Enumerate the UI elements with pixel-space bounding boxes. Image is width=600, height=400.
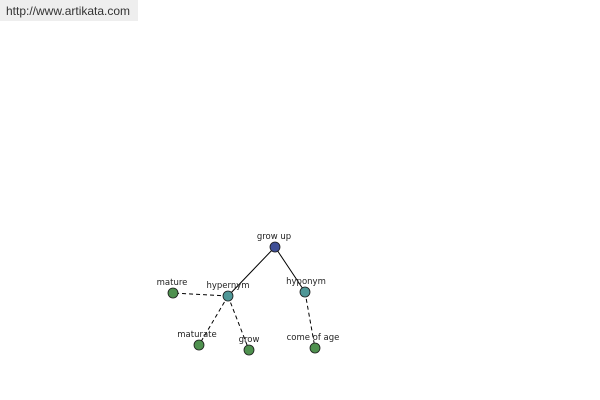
node-dot-hypernym[interactable]: [222, 290, 234, 302]
node-grow-up[interactable]: grow up: [257, 232, 291, 253]
node-dot-grow[interactable]: [243, 344, 255, 356]
node-label-hypernym: hypernym: [206, 281, 249, 291]
edge-hypernym-to-grow: [227, 295, 250, 351]
node-dot-hyponym[interactable]: [299, 286, 311, 298]
edge-grow-up-to-hyponym: [274, 246, 306, 293]
source-url-link[interactable]: http://www.artikata.com: [0, 0, 138, 21]
nodes-layer: grow up hypernym hyponym mature maturate grow…: [157, 232, 340, 356]
node-dot-mature[interactable]: [167, 287, 179, 299]
node-dot-grow-up[interactable]: [269, 241, 281, 253]
node-mature[interactable]: mature: [157, 278, 188, 299]
node-hypernym[interactable]: hypernym: [206, 281, 250, 302]
node-label-maturate: maturate: [177, 330, 216, 340]
node-label-hyponym: hyponym: [286, 277, 326, 287]
edge-hypernym-to-maturate: [198, 295, 229, 346]
edges-layer: [172, 246, 316, 351]
node-label-grow-up: grow up: [257, 232, 291, 242]
node-dot-come-of-age[interactable]: [309, 342, 321, 354]
node-maturate[interactable]: maturate: [177, 330, 217, 351]
node-dot-maturate[interactable]: [193, 339, 205, 351]
node-come-of-age[interactable]: come of age: [287, 333, 340, 354]
edge-hypernym-to-mature: [172, 292, 229, 297]
edge-hyponym-to-come-of-age: [304, 291, 316, 349]
node-label-mature: mature: [157, 278, 188, 288]
node-grow[interactable]: grow: [239, 335, 260, 356]
node-hyponym[interactable]: hyponym: [286, 277, 326, 298]
node-label-grow: grow: [239, 335, 260, 345]
node-label-come-of-age: come of age: [287, 333, 340, 343]
edge-grow-up-to-hypernym: [227, 246, 276, 297]
